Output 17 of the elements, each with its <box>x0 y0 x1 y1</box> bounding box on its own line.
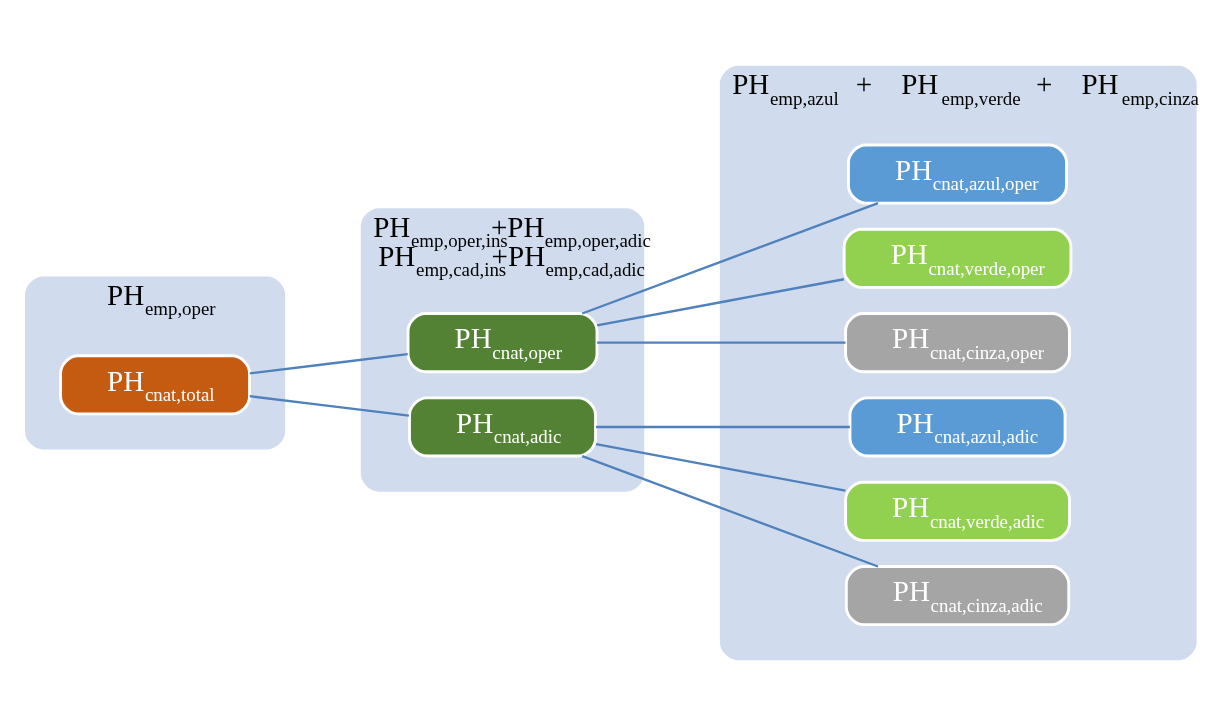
node-box: PH$_{cnat,total}$ <box>59 354 252 416</box>
node-box: PH$_{cnat,azul,adic}$ <box>848 396 1067 458</box>
connector <box>581 455 879 568</box>
connector <box>249 395 410 417</box>
node-box: PH$_{cnat,cinza,adic}$ <box>844 565 1071 627</box>
node-box: PH$_{cnat,verde,adic}$ <box>844 480 1071 542</box>
connector <box>596 425 850 429</box>
node-box: PH$_{cnat,cinza,oper}$ <box>844 312 1071 374</box>
node-box: PH$_{cnat,oper}$ <box>406 312 599 374</box>
connector <box>249 352 408 375</box>
node-box: PH$_{cnat,verde,oper}$ <box>842 227 1073 289</box>
node-box: PH$_{cnat,azul,oper}$ <box>847 143 1068 205</box>
connector <box>595 443 846 492</box>
connector <box>581 202 879 315</box>
node-box: PH$_{cnat,adic}$ <box>408 396 597 458</box>
connector <box>596 278 845 327</box>
connector <box>597 341 846 344</box>
